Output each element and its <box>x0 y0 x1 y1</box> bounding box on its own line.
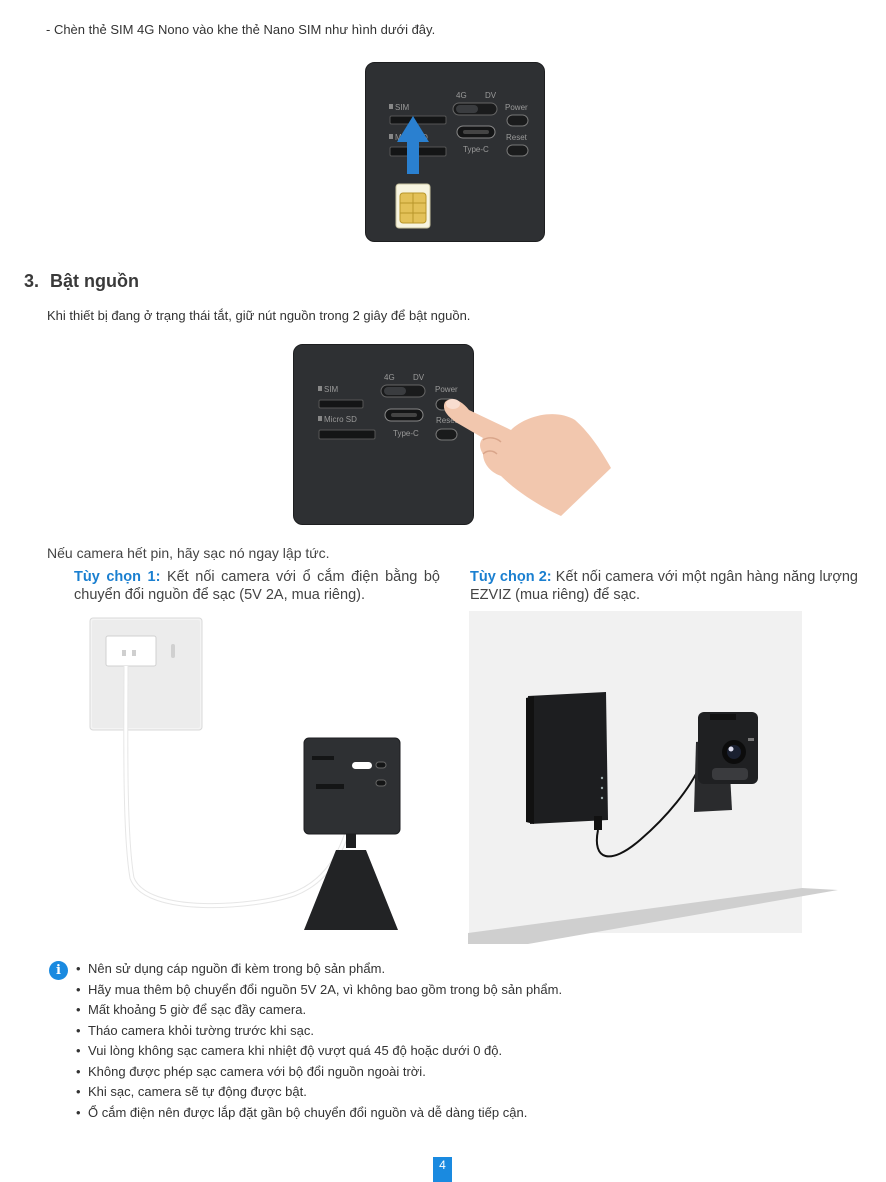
label-reset: Reset <box>506 133 528 142</box>
note-text: Vui lòng không sạc camera khi nhiệt độ v… <box>88 1043 503 1058</box>
camera-stand-icon <box>304 850 398 930</box>
arrow-shaft <box>407 140 419 174</box>
label-sim: SIM <box>395 103 410 112</box>
list-item: •Khi sạc, camera sẽ tự động được bật. <box>76 1084 307 1099</box>
label-power: Power <box>505 103 528 112</box>
power-bank-icon <box>528 692 608 824</box>
figure-power-on: SIM Micro SD 4G DV Type-C Power Reset <box>293 344 611 525</box>
charge-intro: Nếu camera hết pin, hãy sạc nó ngay lập … <box>47 545 330 561</box>
note-text: Ổ cắm điện nên được lắp đặt gần bộ chuyể… <box>88 1104 528 1120</box>
label-4g: 4G <box>456 91 467 100</box>
label-reset-2: Reset <box>436 416 458 425</box>
section-heading: 3. Bật nguồn <box>24 271 139 292</box>
list-item: •Tháo camera khỏi tường trước khi sạc. <box>76 1022 314 1038</box>
floor-shadow <box>468 888 838 944</box>
info-icon: i <box>49 961 68 980</box>
label-type-c: Type-C <box>463 145 489 154</box>
power-instruction: Khi thiết bị đang ở trạng thái tắt, giữ … <box>47 308 471 323</box>
option-1: Tùy chọn 1: Kết nối camera với ổ cắm điệ… <box>74 568 440 604</box>
note-text: Nên sử dụng cáp nguồn đi kèm trong bộ sả… <box>88 961 386 976</box>
list-item: •Hãy mua thêm bộ chuyển đổi nguồn 5V 2A,… <box>76 981 563 997</box>
note-text: Hãy mua thêm bộ chuyển đổi nguồn 5V 2A, … <box>88 981 563 997</box>
option-1-label: Tùy chọn 1: <box>74 569 161 585</box>
note-text: Khi sạc, camera sẽ tự động được bật. <box>88 1084 307 1099</box>
page-number: 4 <box>433 1157 452 1182</box>
note-text: Tháo camera khỏi tường trước khi sạc. <box>88 1022 314 1038</box>
list-item: •Nên sử dụng cáp nguồn đi kèm trong bộ s… <box>76 961 386 976</box>
step-insert-sim: - Chèn thẻ SIM 4G Nono vào khe thẻ Nano … <box>46 22 436 37</box>
notes-list: •Nên sử dụng cáp nguồn đi kèm trong bộ s… <box>76 959 562 1123</box>
list-item: •Không được phép sạc camera với bộ đổi n… <box>76 1063 426 1079</box>
power-adapter-icon <box>105 635 157 667</box>
section-title: Bật nguồn <box>50 271 140 291</box>
option-2: Tùy chọn 2: Kết nối camera với một ngân … <box>470 568 858 604</box>
section-number: 3. <box>24 271 40 291</box>
note-text: Không được phép sạc camera với bộ đổi ng… <box>88 1063 426 1079</box>
label-type-c-2: Type-C <box>393 429 419 438</box>
figure-wall-charging <box>89 617 401 930</box>
list-item: •Ổ cắm điện nên được lắp đặt gần bộ chuy… <box>76 1104 528 1120</box>
label-micro-sd-2: Micro SD <box>324 415 357 424</box>
label-4g-2: 4G <box>384 373 395 382</box>
insert-arrow-icon <box>397 116 429 142</box>
label-dv-2: DV <box>413 373 425 382</box>
list-item: •Vui lòng không sạc camera khi nhiệt độ … <box>76 1043 503 1058</box>
label-dv: DV <box>485 91 497 100</box>
option-1-text: Kết nối camera với ổ cắm điện bằng bộ ch… <box>74 569 440 603</box>
label-power-2: Power <box>435 385 458 394</box>
list-item: •Mất khoảng 5 giờ để sạc đầy camera. <box>76 1002 307 1017</box>
pointing-hand-icon <box>443 399 611 516</box>
label-sim-2: SIM <box>324 385 339 394</box>
option-2-text: Kết nối camera với một ngân hàng năng lư… <box>470 569 858 603</box>
figure-powerbank-charging <box>468 611 838 944</box>
note-text: Mất khoảng 5 giờ để sạc đầy camera. <box>88 1002 307 1017</box>
figure-sim-insert: SIM Micro SD 4G DV Type-C Power Reset <box>365 62 545 242</box>
option-2-label: Tùy chọn 2: <box>470 569 552 585</box>
